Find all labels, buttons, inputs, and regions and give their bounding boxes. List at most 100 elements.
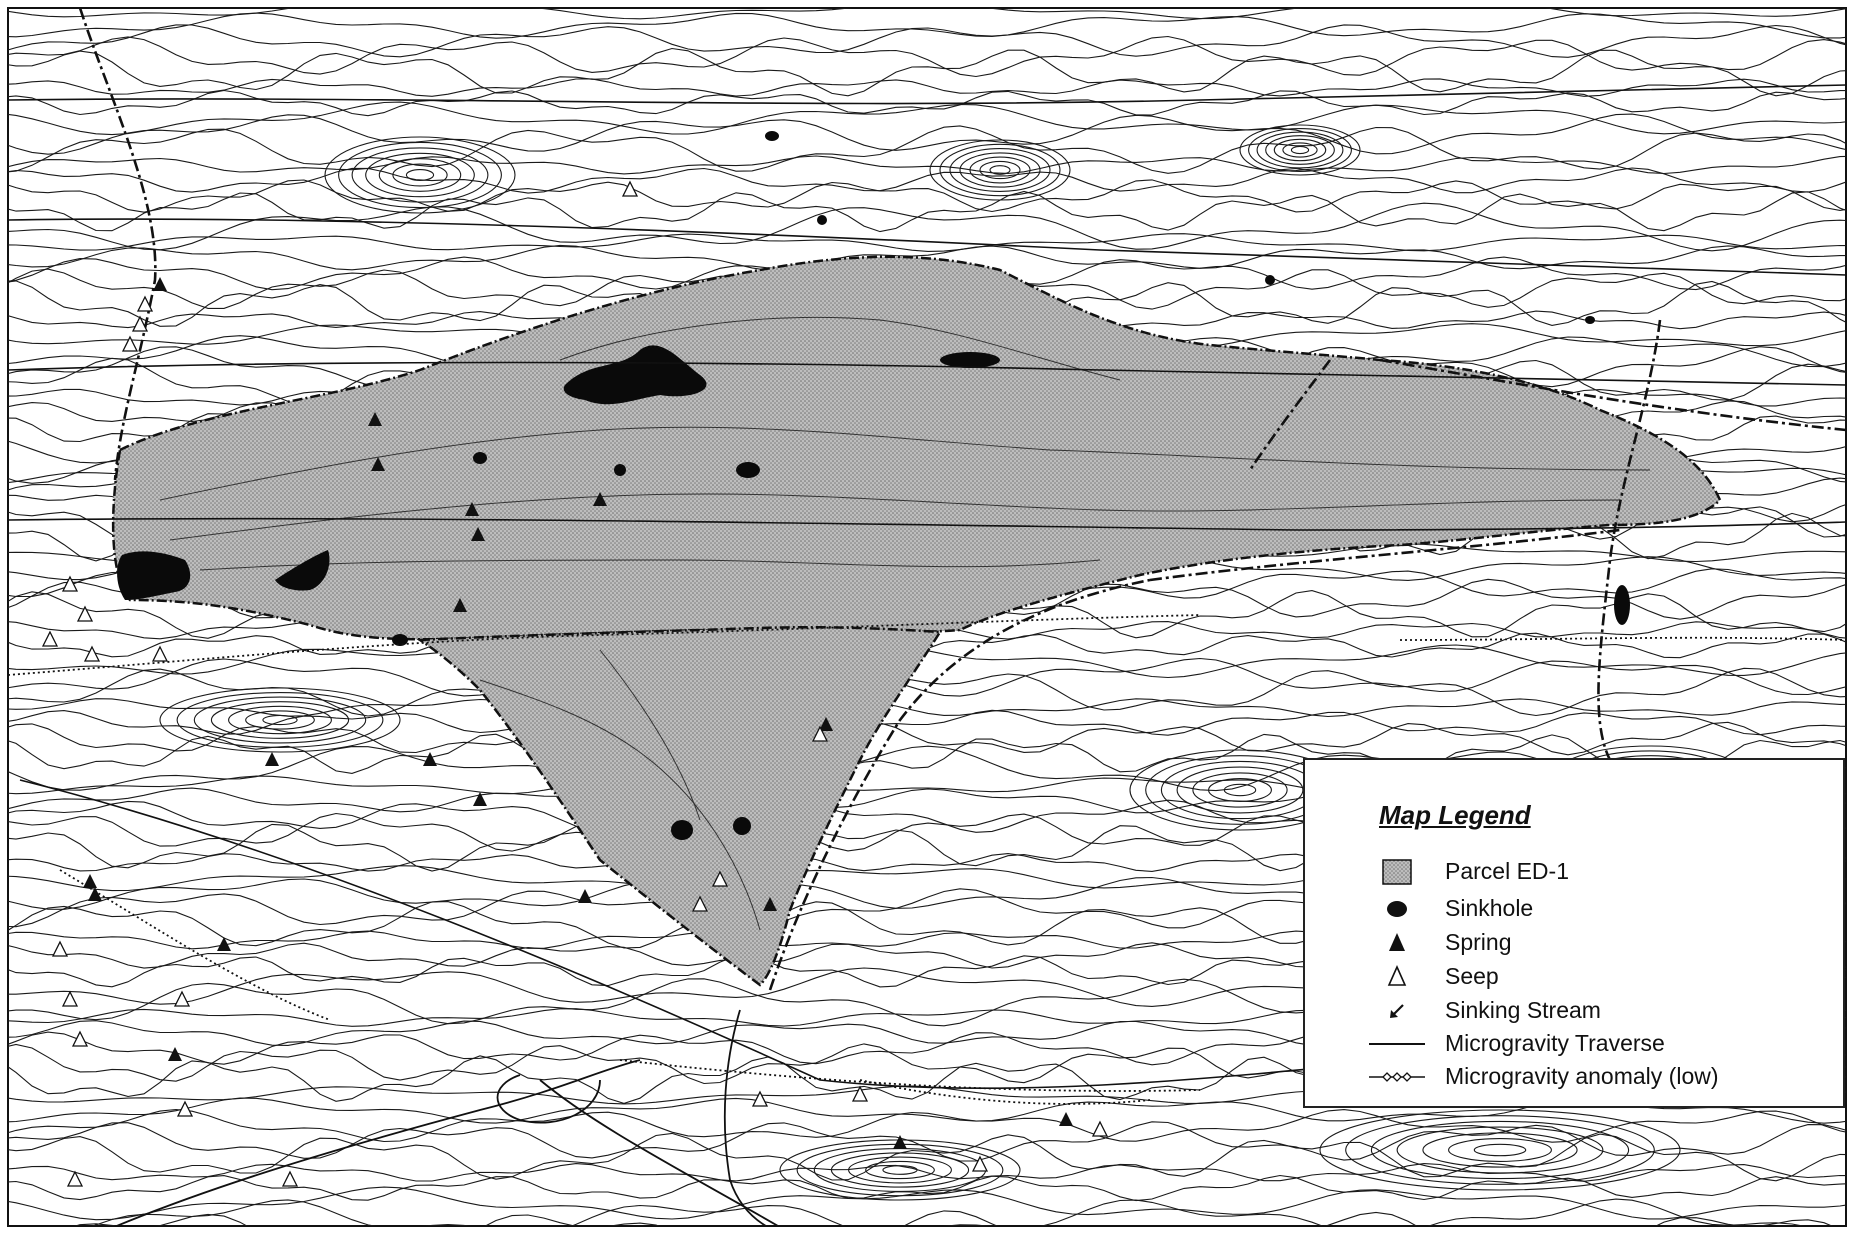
contour-ring — [1273, 138, 1327, 162]
spring-symbol — [819, 717, 833, 731]
seep-symbol — [136, 295, 154, 312]
legend-label: Spring — [1445, 929, 1512, 955]
contour-ring — [1319, 1109, 1681, 1191]
spring-symbol — [593, 492, 607, 506]
contour-ring — [176, 692, 384, 748]
contour-ring — [262, 714, 298, 726]
boundary-lines — [78, 8, 1846, 991]
seep-symbol — [1091, 1120, 1109, 1137]
contour-ring — [1176, 766, 1304, 814]
sinkhole — [940, 352, 1000, 368]
seep-symbol — [131, 315, 149, 332]
highway-interchange — [114, 1009, 780, 1226]
spring-symbol — [371, 457, 385, 471]
contour-line — [8, 12, 1846, 39]
parcel-ed1-north — [111, 255, 1722, 641]
spring-symbol — [578, 889, 592, 903]
spring-symbol — [465, 502, 479, 516]
sinkhole — [117, 551, 191, 600]
contour-ring — [989, 165, 1011, 175]
contour-line — [8, 1163, 1846, 1182]
sinkhole — [1265, 275, 1275, 285]
contour-line — [8, 125, 1846, 174]
legend-item-sinking-stream: Sinking Stream — [1377, 995, 1827, 1027]
contour-ring — [392, 163, 448, 187]
sinkhole — [765, 131, 779, 141]
sinkhole — [473, 452, 487, 464]
spring-symbol — [217, 937, 231, 951]
filled-triangle-icon — [1389, 933, 1405, 951]
contour-line — [8, 1174, 1846, 1202]
contour-ring — [848, 1156, 952, 1184]
contour-ring — [979, 160, 1021, 180]
contour-ring — [405, 169, 435, 181]
contour-ring — [245, 710, 315, 730]
contour-line — [8, 78, 1846, 97]
seep-symbol — [691, 895, 709, 912]
contour-ring — [228, 705, 332, 735]
sinkhole — [1614, 585, 1630, 625]
contour-line — [8, 202, 1846, 252]
sinkhole — [275, 550, 330, 591]
seep-symbol — [61, 990, 79, 1007]
spring-symbol — [423, 752, 437, 766]
diamond-line-icon — [1369, 1072, 1425, 1082]
legend-item-spring: Spring — [1377, 927, 1827, 959]
spring-symbol — [763, 897, 777, 911]
seep-symbol — [851, 1085, 869, 1102]
contour-ring — [1256, 131, 1344, 169]
spring-symbols — [83, 277, 1073, 1149]
spring-symbol — [473, 792, 487, 806]
map-legend: Map Legend Parcel ED-1 Sinkhole Spring S… — [1303, 758, 1845, 1108]
contour-line — [8, 89, 1846, 117]
contour-ring — [378, 158, 462, 192]
contour-ring — [1282, 142, 1318, 158]
seep-symbol — [76, 605, 94, 622]
contour-ring — [1192, 772, 1288, 808]
contour-ring — [159, 687, 401, 753]
legend-title: Map Legend — [1379, 800, 1531, 830]
contour-ring — [1248, 128, 1352, 172]
contour-ring — [1290, 145, 1310, 155]
contour-ring — [1223, 783, 1257, 797]
spring-symbol — [471, 527, 485, 541]
sinkhole — [736, 462, 760, 478]
legend-item-parcel: Parcel ED-1 — [1377, 856, 1827, 888]
contour-ring — [1448, 1138, 1552, 1162]
contour-ring — [324, 136, 516, 214]
contour-line — [8, 733, 1846, 775]
contour-line — [8, 656, 1846, 697]
sinkhole — [671, 820, 693, 840]
contour-ring — [1265, 135, 1335, 165]
contour-ring — [365, 152, 475, 198]
legend-label: Microgravity Traverse — [1445, 1030, 1665, 1056]
seep-symbol — [41, 630, 59, 647]
spring-symbol — [83, 874, 97, 888]
contour-ring — [865, 1160, 935, 1180]
parcel-swatch-icon — [1382, 859, 1412, 885]
seep-symbol — [751, 1090, 769, 1107]
sinkhole-icon — [1387, 901, 1407, 917]
spring-symbol — [368, 412, 382, 426]
contour-line — [8, 1132, 1846, 1182]
contour-ring — [969, 156, 1031, 184]
seep-symbol — [51, 940, 69, 957]
sinkhole — [817, 215, 827, 225]
seep-symbol — [121, 335, 139, 352]
legend-item-sinkhole: Sinkhole — [1377, 893, 1827, 925]
seep-symbols — [41, 180, 1109, 1187]
contour-ring — [1345, 1115, 1655, 1185]
legend-item-anomaly: Microgravity anomaly (low) — [1369, 1061, 1827, 1093]
seep-symbol — [71, 1030, 89, 1047]
seep-symbol — [621, 180, 639, 197]
contour-ring — [1239, 124, 1361, 176]
legend-item-traverse: Microgravity Traverse — [1369, 1028, 1827, 1060]
contour-line — [8, 190, 1846, 233]
contour-ring — [1396, 1126, 1604, 1174]
contour-line — [8, 113, 1846, 155]
seep-symbol — [281, 1170, 299, 1187]
contour-line — [8, 709, 1846, 736]
spring-symbol — [88, 887, 102, 901]
contour-ring — [1208, 778, 1272, 802]
legend-label: Sinkhole — [1445, 895, 1534, 921]
